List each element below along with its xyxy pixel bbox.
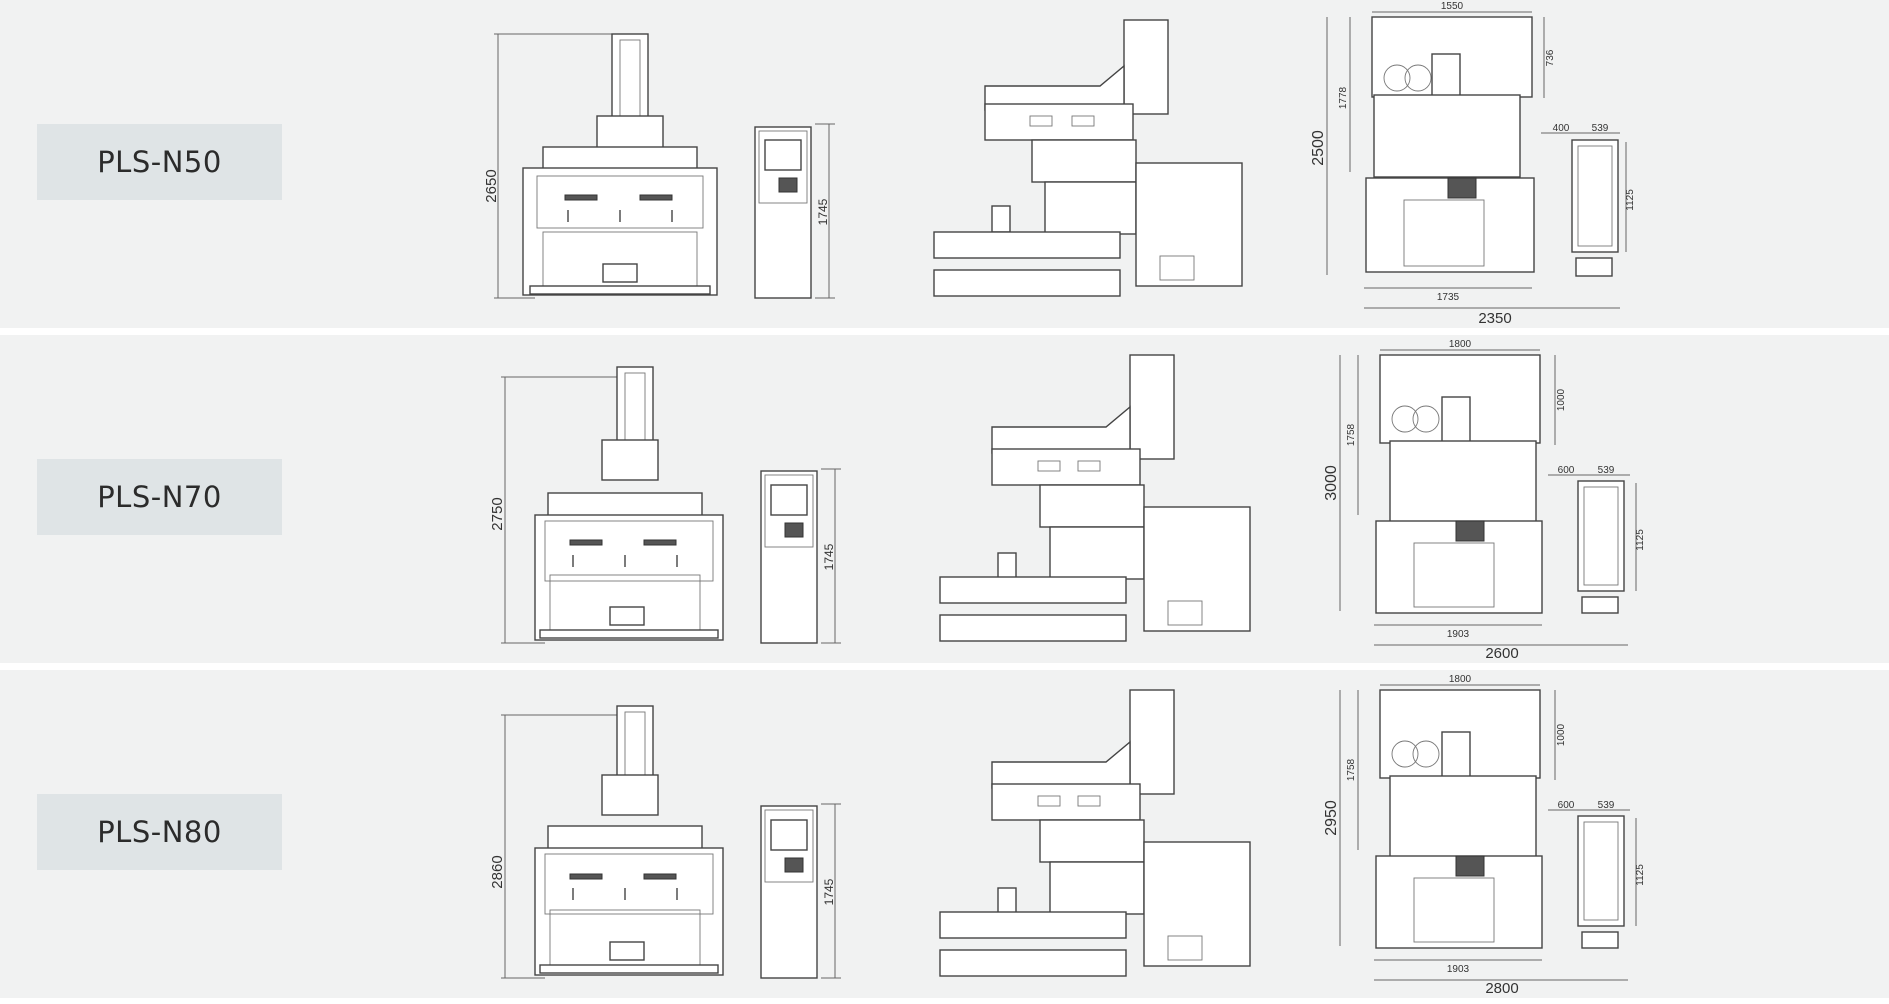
console-height-label: 1745 xyxy=(816,198,830,225)
plan-view: 1800 1000 1758 2950 600 539 1125 1903 xyxy=(1323,674,1646,997)
top-depth-right-label: 1000 xyxy=(1556,723,1567,746)
machine-drawings: 2650 1745 xyxy=(483,1,1636,327)
plan-total-width-label: 2600 xyxy=(1485,645,1518,662)
plan-inner-width-label: 1903 xyxy=(1447,964,1470,975)
row-divider xyxy=(0,328,1889,335)
console-view: 1745 xyxy=(760,803,841,979)
console-depth-label: 1125 xyxy=(1625,189,1636,211)
side-view xyxy=(939,689,1251,977)
plan-height-label: 3000 xyxy=(1323,465,1340,501)
console-width-label: 539 xyxy=(1592,123,1609,134)
row-divider xyxy=(0,663,1889,670)
plan-height-label: 2950 xyxy=(1323,800,1340,836)
model-row-pls-n80: PLS-N80 2860 xyxy=(0,670,1889,998)
side-view xyxy=(939,354,1251,642)
top-depth-left-label: 1758 xyxy=(1346,758,1357,781)
plan-inner-width-label: 1735 xyxy=(1437,292,1460,303)
model-label: PLS-N70 xyxy=(37,459,282,535)
top-width-label: 1550 xyxy=(1441,1,1464,12)
console-depth-label: 1125 xyxy=(1635,864,1646,886)
machine-drawings: 2860 1745 xyxy=(489,674,1646,997)
model-label: PLS-N50 xyxy=(37,124,282,200)
console-width-label: 539 xyxy=(1598,800,1615,811)
top-depth-right-label: 736 xyxy=(1545,49,1556,66)
front-view: 2650 xyxy=(483,33,718,299)
front-view: 2750 xyxy=(489,366,724,644)
front-height-label: 2860 xyxy=(489,855,506,888)
console-offset-label: 400 xyxy=(1553,123,1570,134)
row-divider xyxy=(0,998,1889,1004)
top-depth-left-label: 1758 xyxy=(1346,423,1357,446)
front-height-label: 2650 xyxy=(483,169,500,202)
console-height-label: 1745 xyxy=(822,878,836,905)
front-view: 2860 xyxy=(489,705,724,979)
model-label: PLS-N80 xyxy=(37,794,282,870)
top-width-label: 1800 xyxy=(1449,674,1472,685)
console-height-label: 1745 xyxy=(822,543,836,570)
plan-total-width-label: 2800 xyxy=(1485,980,1518,997)
top-depth-right-label: 1000 xyxy=(1556,388,1567,411)
top-depth-left-label: 1778 xyxy=(1338,86,1349,109)
console-offset-label: 600 xyxy=(1558,465,1575,476)
plan-view: 1800 1000 1758 3000 600 539 1125 1903 xyxy=(1323,339,1646,662)
plan-inner-width-label: 1903 xyxy=(1447,629,1470,640)
console-view: 1745 xyxy=(760,468,841,644)
console-width-label: 539 xyxy=(1598,465,1615,476)
model-row-pls-n50: PLS-N50 2650 xyxy=(0,0,1889,328)
plan-height-label: 2500 xyxy=(1310,130,1327,166)
machine-drawings: 2750 1745 xyxy=(489,339,1646,662)
model-row-pls-n70: PLS-N70 2750 xyxy=(0,335,1889,663)
top-width-label: 1800 xyxy=(1449,339,1472,350)
plan-view: 1550 736 1778 2500 400 539 1125 1735 xyxy=(1310,1,1636,327)
plan-total-width-label: 2350 xyxy=(1478,310,1511,327)
console-depth-label: 1125 xyxy=(1635,529,1646,551)
console-view: 1745 xyxy=(754,123,835,299)
side-view xyxy=(933,19,1243,297)
front-height-label: 2750 xyxy=(489,497,506,530)
console-offset-label: 600 xyxy=(1558,800,1575,811)
